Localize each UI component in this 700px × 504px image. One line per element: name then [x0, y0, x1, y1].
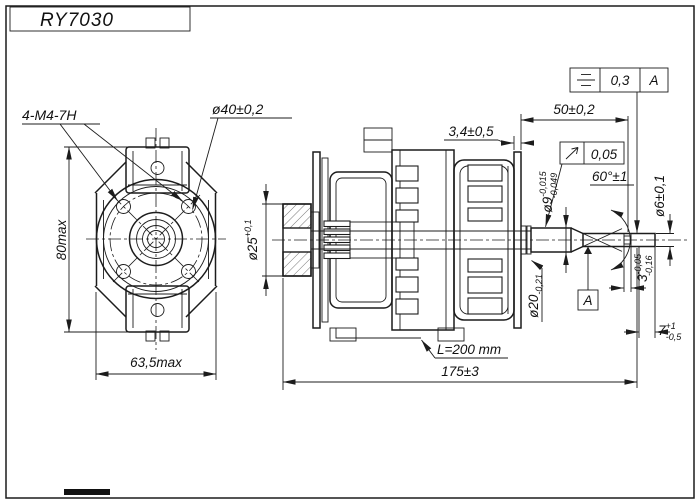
- shaft-to-face-label: 50±0,2: [553, 102, 595, 117]
- symmetry-tolerance-value: 0,3: [611, 73, 630, 88]
- journal-dia-label: ø9-0,015-0,049: [538, 170, 559, 212]
- side-view-geometry: [272, 127, 688, 342]
- symmetry-icon: [577, 74, 595, 86]
- runout-arrow-icon: [565, 147, 579, 160]
- drawing-title: RY7030: [40, 10, 114, 31]
- boss-dia-label: ø25+0,1: [243, 219, 260, 260]
- runout-tolerance-value: 0,05: [591, 147, 618, 162]
- overall-length-label: 175±3: [441, 364, 479, 379]
- symmetry-tolerance-frame: [569, 67, 669, 93]
- width-dim-label: 63,5max: [130, 355, 183, 370]
- frame-mark: [64, 489, 110, 495]
- runout-tolerance-frame: [559, 141, 625, 165]
- front-view-dimensions: [22, 117, 292, 380]
- bolt-circle-label: ø40±0,2: [212, 101, 263, 117]
- datum-label: A: [582, 293, 592, 308]
- height-dim-label: 80max: [54, 218, 69, 260]
- cone-angle-label: 60°±1: [592, 169, 627, 184]
- slip-ring-dia-label: ø20-0,21: [526, 274, 544, 318]
- thread-callout-label: 4-M4-7H: [22, 107, 77, 123]
- front-view-geometry: [86, 128, 226, 350]
- tip-length-label: 7+1-0,5: [658, 321, 682, 342]
- bracket-thickness-label: 3,4±0,5: [449, 124, 494, 139]
- side-view-dimensions: [262, 92, 674, 390]
- symmetry-datum-ref: A: [648, 73, 658, 88]
- tip-dia-label: ø6±0,1: [652, 175, 667, 217]
- lead-wire: [335, 328, 421, 339]
- groove-width-label: 3-0,05-0,16: [633, 253, 654, 282]
- lead-length-label: L=200 mm: [437, 342, 501, 357]
- sheet-border: [5, 5, 695, 499]
